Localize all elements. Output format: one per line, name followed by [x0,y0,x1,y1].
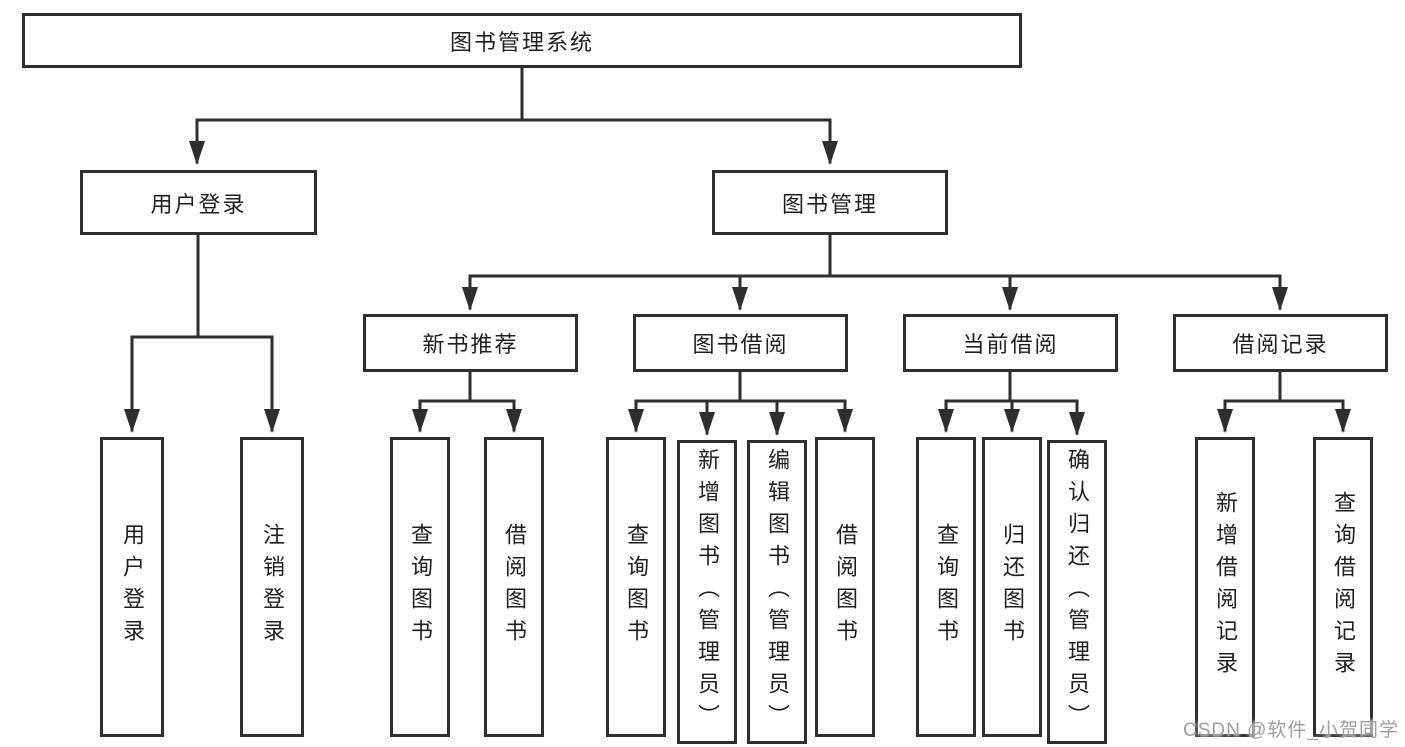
leaf-user-login: 用户登录 [100,437,164,737]
leaf-search-books-borrow: 查询图书 [606,437,666,737]
node-library-management-system: 图书管理系统 [22,13,1022,68]
leaf-search-borrow-record: 查询借阅记录 [1313,437,1373,737]
leaf-add-books-admin: 新增图书（管理员） [677,440,737,744]
leaf-confirm-return-admin: 确认归还（管理员） [1047,440,1107,744]
node-current-borrowing: 当前借阅 [903,314,1118,372]
leaf-borrow-books-recommend: 借阅图书 [484,437,544,737]
csdn-watermark: CSDN @软件_小贺同学 [1183,720,1399,741]
node-new-book-recommendation: 新书推荐 [363,314,578,372]
leaf-add-borrow-record: 新增借阅记录 [1195,437,1255,737]
leaf-search-books-current: 查询图书 [916,437,976,737]
node-borrowing-records: 借阅记录 [1173,314,1388,372]
leaf-return-books: 归还图书 [982,437,1042,737]
node-book-management: 图书管理 [712,170,948,235]
node-book-borrowing: 图书借阅 [633,314,848,372]
leaf-logout: 注销登录 [240,437,304,737]
leaf-search-books-recommend: 查询图书 [390,437,450,737]
node-user-login: 用户登录 [80,170,317,235]
leaf-borrow-books: 借阅图书 [815,437,875,737]
leaf-edit-books-admin: 编辑图书（管理员） [747,440,807,744]
